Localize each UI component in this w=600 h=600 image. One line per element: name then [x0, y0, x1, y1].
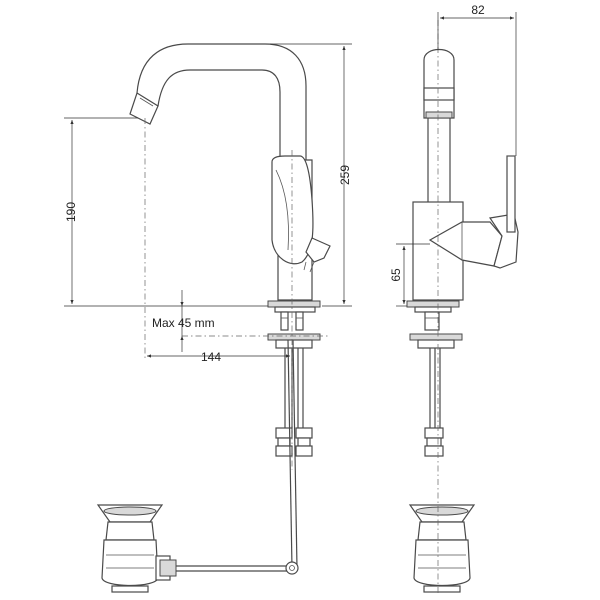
- spout-tube: [136, 43, 307, 160]
- hose-connector-left: [275, 427, 293, 457]
- base-plate: [267, 300, 321, 308]
- dim-reach-label: 144: [201, 350, 221, 364]
- front-spout: [423, 48, 455, 119]
- lever-knob: [305, 237, 331, 263]
- drain-waste-front: [408, 504, 476, 593]
- dim-max-thickness-label: Max 45 mm: [152, 316, 215, 330]
- dim-total-height-label: 259: [338, 165, 352, 185]
- lever-handle: [271, 155, 314, 265]
- aerator: [129, 92, 159, 125]
- dim-spout-height-label: 190: [64, 202, 78, 222]
- hose-connector-right: [295, 427, 313, 457]
- dim-lever-height-label: 65: [389, 268, 403, 282]
- front-view: 82 65: [389, 3, 519, 596]
- drain-waste-side: [96, 504, 299, 593]
- dim-depth-label: 82: [471, 3, 485, 17]
- side-view: 190 259 Max 45 mm 144: [64, 43, 352, 593]
